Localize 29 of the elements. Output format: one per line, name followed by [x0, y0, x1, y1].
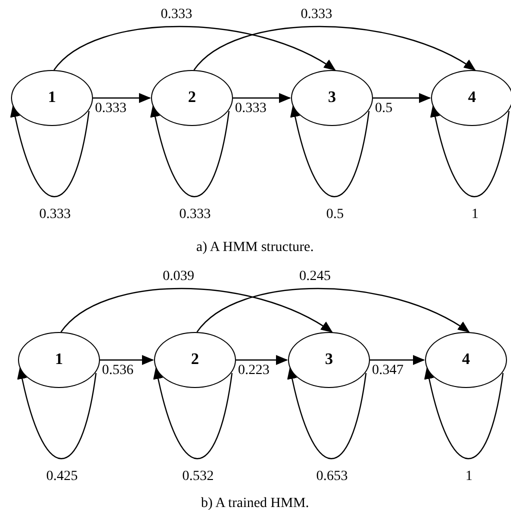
arrow — [373, 93, 431, 103]
state-number: 2 — [188, 90, 196, 106]
arrow — [10, 105, 90, 198]
arrow — [233, 93, 291, 103]
arrow — [150, 105, 230, 198]
arrow — [196, 288, 470, 333]
arrow — [290, 105, 370, 198]
arrow — [370, 355, 425, 365]
arrow — [287, 367, 367, 460]
figure-caption: a) A HMM structure. — [196, 241, 314, 255]
state-ellipse — [431, 70, 511, 126]
arrow — [194, 26, 476, 71]
state-number: 2 — [191, 352, 199, 368]
arrow — [424, 367, 504, 460]
state-number: 1 — [55, 352, 63, 368]
arrow — [17, 367, 97, 460]
state-number: 4 — [468, 90, 476, 106]
arrow — [430, 105, 510, 198]
arrow — [100, 355, 154, 365]
state-number: 4 — [462, 352, 470, 368]
arrow — [93, 93, 151, 103]
state-number: 1 — [48, 90, 56, 106]
arrow — [54, 26, 336, 71]
figure-caption: b) A trained HMM. — [200, 497, 310, 510]
arrow — [153, 367, 233, 460]
arrow — [236, 355, 288, 365]
state-number: 3 — [328, 90, 336, 106]
state-number: 3 — [325, 352, 333, 368]
arrow — [60, 288, 333, 333]
